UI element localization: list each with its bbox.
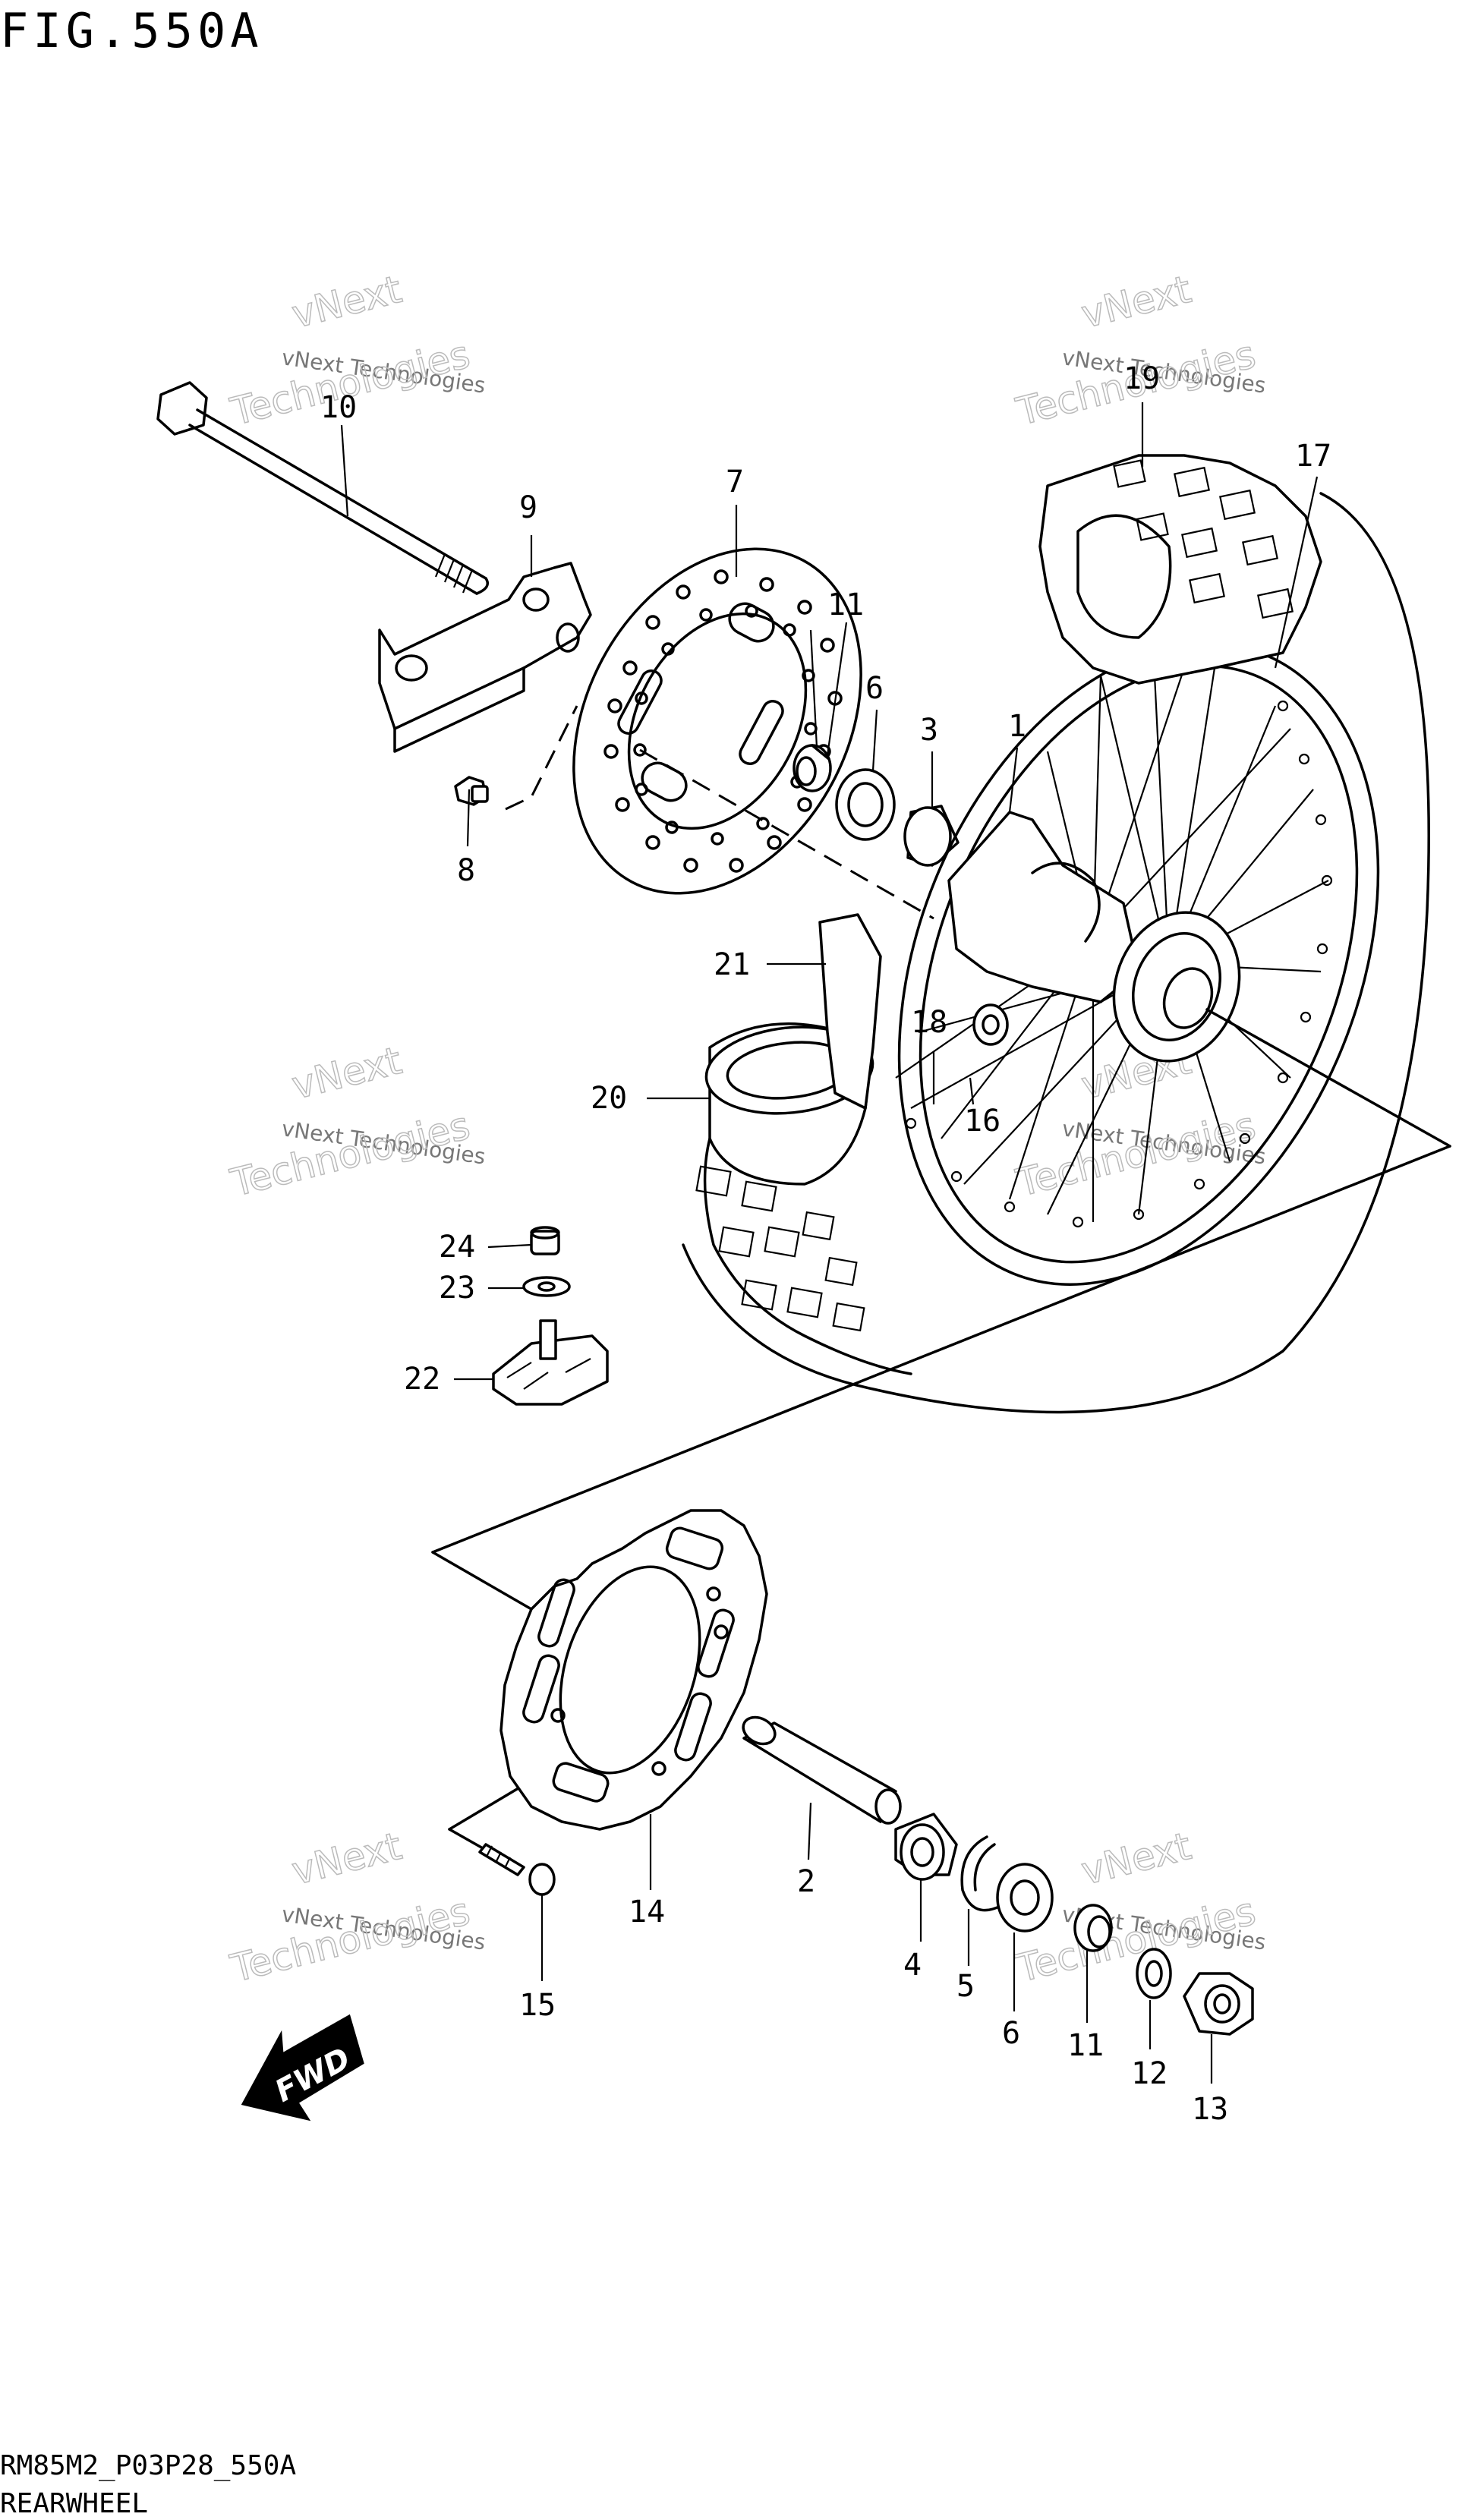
callout-7: 7 bbox=[726, 465, 744, 499]
part-spacer-3 bbox=[903, 805, 960, 867]
callout-11-upper: 11 bbox=[827, 587, 864, 622]
callout-15: 15 bbox=[519, 1988, 556, 2023]
part-bearing-6-upper bbox=[835, 768, 896, 841]
callout-16: 16 bbox=[964, 1104, 1001, 1139]
callout-12: 12 bbox=[1131, 2056, 1168, 2091]
watermark-mid-left: vNext vNext Technologies Technologies bbox=[225, 1038, 487, 1205]
callout-leader-lines bbox=[340, 402, 1319, 2084]
callout-18: 18 bbox=[911, 1005, 947, 1040]
callout-19: 19 bbox=[1123, 361, 1160, 396]
watermark-vnext: vNext bbox=[288, 267, 406, 337]
guide-line-8 bbox=[505, 705, 578, 811]
callout-21: 21 bbox=[714, 947, 750, 982]
part-circlip bbox=[960, 1835, 1004, 1912]
callout-2: 2 bbox=[797, 1864, 815, 1899]
part-collar-11-lower bbox=[1073, 1904, 1113, 1952]
part-washer-12 bbox=[1136, 1948, 1172, 1999]
watermark-top-right: vNext vNext Technologies Technologies bbox=[1011, 266, 1267, 434]
callout-20: 20 bbox=[591, 1081, 627, 1116]
part-tire-lower bbox=[695, 1137, 912, 1375]
callout-1: 1 bbox=[1008, 709, 1026, 744]
part-brake-disc bbox=[572, 547, 862, 895]
callout-6-lower: 6 bbox=[1002, 2016, 1020, 2051]
watermark-vnext: vNext bbox=[288, 1824, 406, 1894]
forward-direction-arrow: FWD bbox=[241, 2014, 364, 2122]
part-hub bbox=[947, 811, 1241, 1063]
callout-14: 14 bbox=[629, 1895, 665, 1929]
watermark-vnext: vNext bbox=[288, 1038, 406, 1108]
watermark-technologies: Technologies bbox=[226, 1104, 474, 1205]
guide-line-disc bbox=[639, 748, 934, 920]
part-washer-23 bbox=[522, 1276, 571, 1297]
watermark-vnext: vNext bbox=[1077, 267, 1196, 337]
callout-4: 4 bbox=[903, 1948, 922, 1983]
callout-5: 5 bbox=[956, 1969, 975, 2004]
part-rim-lock-22 bbox=[492, 1319, 609, 1406]
callout-8: 8 bbox=[457, 853, 475, 888]
watermark-vnext: vNext bbox=[1077, 1824, 1196, 1894]
callout-6-upper: 6 bbox=[865, 671, 884, 706]
part-axle bbox=[156, 381, 489, 595]
diagram-code: RM85M2_P03P28_550A bbox=[0, 2450, 296, 2481]
part-chain-adjuster bbox=[378, 562, 592, 753]
part-bolt-8 bbox=[454, 776, 489, 806]
callout-24: 24 bbox=[439, 1230, 475, 1265]
callout-9: 9 bbox=[519, 490, 537, 525]
callout-11-lower: 11 bbox=[1067, 2028, 1104, 2063]
watermark-mid-right: vNext vNext Technologies Technologies bbox=[1011, 1038, 1267, 1205]
callout-13: 13 bbox=[1192, 2092, 1228, 2127]
diagram-caption: REARWHEEL bbox=[0, 2488, 148, 2519]
part-bearing-6-lower bbox=[996, 1863, 1054, 1933]
callout-17: 17 bbox=[1295, 439, 1331, 474]
watermark-bottom-left: vNext vNext Technologies Technologies bbox=[225, 1823, 487, 1991]
callout-3: 3 bbox=[920, 713, 938, 748]
callout-23: 23 bbox=[439, 1271, 475, 1306]
figure-title: FIG.550A bbox=[0, 3, 263, 58]
part-axle-nut bbox=[1183, 1972, 1254, 2036]
part-tire-19 bbox=[1038, 454, 1322, 685]
part-collar-11-upper bbox=[793, 744, 832, 792]
part-nut-24 bbox=[530, 1226, 560, 1255]
part-spacer-2 bbox=[742, 1715, 902, 1825]
part-rim-band-21 bbox=[818, 913, 882, 1110]
part-sprocket-bolt bbox=[478, 1843, 556, 1896]
part-bearing-4 bbox=[894, 1813, 958, 1881]
assembly-guide-lines bbox=[431, 1008, 1451, 1869]
watermark-technologies: Technologies bbox=[226, 1889, 474, 1991]
part-nipple-18 bbox=[972, 1003, 1009, 1046]
callout-10: 10 bbox=[320, 390, 357, 425]
part-sprocket bbox=[499, 1509, 768, 1831]
callout-22: 22 bbox=[404, 1362, 440, 1397]
